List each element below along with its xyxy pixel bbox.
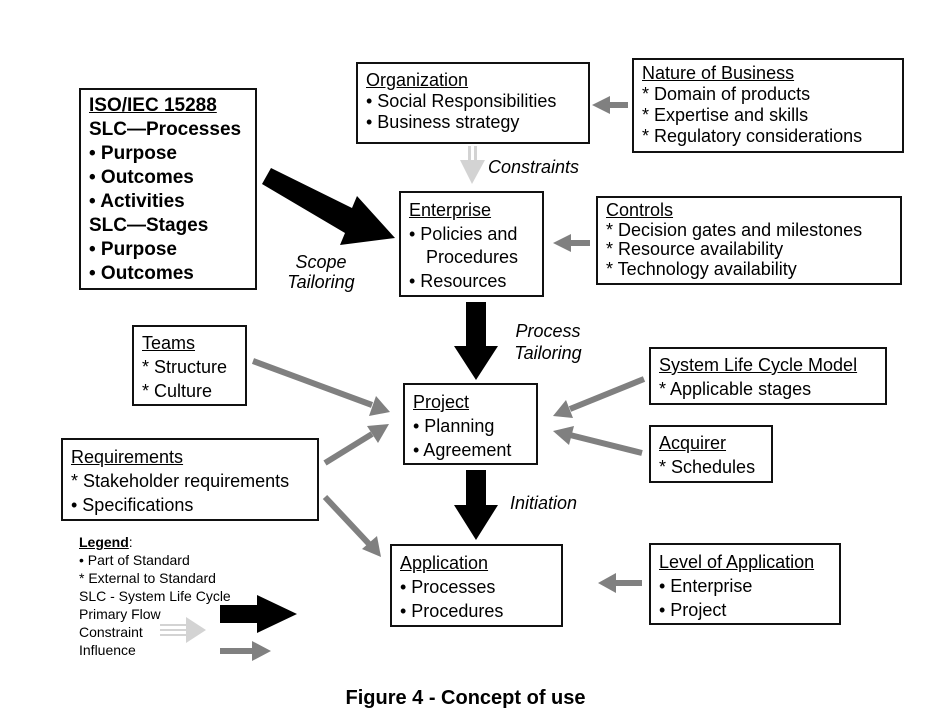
controls-box: Controls * Decision gates and milestones…	[596, 196, 902, 285]
enterprise-item: • Policies and	[409, 223, 518, 244]
application-item: • Processes	[400, 577, 496, 597]
requirements-to-project-arrowhead	[367, 424, 389, 443]
legend-item-slc: SLC - System Life Cycle	[79, 588, 231, 604]
teams-item: * Structure	[142, 357, 228, 377]
legend-item-influence: Influence	[79, 642, 136, 658]
process-tailoring-line: Tailoring	[514, 343, 582, 363]
requirements-to-application-arrow	[322, 494, 373, 548]
controls-title: Controls	[606, 200, 674, 220]
organization-item: • Business strategy	[366, 112, 520, 132]
acquirer-to-project-arrowhead	[553, 426, 574, 445]
level-item: • Project	[659, 600, 727, 620]
application-title: Application	[400, 553, 489, 573]
slcmodel-item: * Applicable stages	[659, 379, 812, 399]
legend-title: Legend	[79, 534, 129, 550]
initiation-label: Initiation	[510, 493, 578, 513]
iso-15288-box: ISO/IEC 15288 SLC—Processes • Purpose • …	[79, 88, 257, 290]
legend-primary-flow-arrow	[220, 595, 297, 633]
requirements-item: * Stakeholder requirements	[71, 471, 290, 491]
legend-influence-arrow	[220, 641, 271, 661]
iso-box-item: SLC—Stages	[89, 215, 209, 236]
legend: Legend: • Part of Standard * External to…	[79, 533, 231, 659]
teams-to-project-arrow	[251, 358, 374, 408]
controls-item: * Resource availability	[606, 239, 784, 259]
legend-item-primary-flow: Primary Flow	[79, 606, 161, 622]
acquirer-to-project-arrow	[569, 432, 643, 456]
requirements-to-project-arrow	[323, 431, 374, 466]
enterprise-item: Procedures	[426, 247, 519, 267]
controls-item: * Technology availability	[606, 258, 797, 279]
slcmodel-to-project-arrow	[568, 376, 646, 412]
level-to-application-arrowhead	[598, 573, 616, 593]
acquirer-item: * Schedules	[659, 457, 756, 477]
iso-box-item: • Purpose	[89, 143, 177, 164]
process-tailoring-line: Process	[515, 321, 581, 341]
application-box: Application • Processes • Procedures	[390, 544, 563, 627]
legend-constraint-arrow	[160, 617, 206, 643]
initiation-arrow	[454, 470, 498, 540]
controls-item: * Decision gates and milestones	[606, 219, 863, 240]
legend-item-part-of-standard: • Part of Standard	[79, 552, 190, 568]
organization-title: Organization	[366, 70, 469, 90]
slcmodel-to-project-arrowhead	[553, 400, 573, 418]
level-item: • Enterprise	[659, 576, 753, 596]
enterprise-box: Enterprise • Policies and Procedures • R…	[399, 191, 544, 297]
requirements-title: Requirements	[71, 447, 184, 467]
scope-tailoring-line: Tailoring	[287, 272, 355, 292]
nature-to-organization-arrowhead	[592, 96, 610, 114]
controls-to-enterprise-arrowhead	[553, 234, 571, 252]
nature-item: * Regulatory considerations	[642, 126, 863, 146]
project-title: Project	[413, 392, 470, 412]
iso-box-title: ISO/IEC 15288	[89, 95, 217, 116]
scope-tailoring-line: Scope	[295, 252, 347, 272]
iso-box-item: • Purpose	[89, 239, 177, 260]
influence-arrows	[251, 96, 646, 593]
nature-of-business-box: Nature of Business * Domain of products …	[632, 58, 904, 153]
scope-tailoring-arrow	[262, 168, 395, 245]
iso-box-item: • Outcomes	[89, 167, 194, 188]
requirements-item: • Specifications	[71, 495, 194, 515]
application-item: • Procedures	[400, 601, 504, 621]
acquirer-title: Acquirer	[659, 433, 727, 453]
teams-to-project-arrowhead	[369, 396, 390, 416]
figure-caption: Figure 4 - Concept of use	[345, 687, 586, 709]
legend-item-external: * External to Standard	[79, 570, 216, 586]
system-life-cycle-model-box: System Life Cycle Model * Applicable sta…	[649, 347, 887, 405]
project-item: • Planning	[413, 416, 495, 436]
constraints-label: Constraints	[488, 157, 580, 177]
process-tailoring-label: Process Tailoring	[505, 320, 591, 364]
acquirer-box: Acquirer * Schedules	[649, 425, 773, 483]
project-item: • Agreement	[413, 440, 512, 460]
iso-box-item: • Activities	[89, 191, 185, 212]
slcmodel-title: System Life Cycle Model	[659, 355, 858, 375]
scope-tailoring-label: Scope Tailoring	[278, 252, 364, 292]
requirements-box: Requirements * Stakeholder requirements …	[61, 438, 319, 521]
project-box: Project • Planning • Agreement	[403, 383, 538, 465]
teams-item: * Culture	[142, 381, 213, 401]
legend-title-row: Legend:	[79, 534, 133, 550]
enterprise-item: • Resources	[409, 270, 507, 291]
nature-item: * Expertise and skills	[642, 105, 809, 125]
nature-title: Nature of Business	[642, 63, 795, 83]
organization-box: Organization • Social Responsibilities •…	[356, 62, 590, 144]
iso-box-item: • Outcomes	[89, 263, 194, 284]
nature-item: * Domain of products	[642, 84, 811, 104]
constraints-arrow	[460, 146, 485, 184]
teams-box: Teams * Structure * Culture	[132, 325, 247, 406]
level-title: Level of Application	[659, 552, 815, 572]
iso-box-item: SLC—Processes	[89, 119, 242, 140]
level-of-application-box: Level of Application • Enterprise • Proj…	[649, 543, 841, 625]
process-tailoring-arrow	[454, 302, 498, 380]
requirements-to-application-arrowhead	[362, 536, 381, 557]
teams-title: Teams	[142, 333, 196, 353]
enterprise-title: Enterprise	[409, 200, 492, 220]
organization-item: • Social Responsibilities	[366, 91, 557, 111]
legend-item-constraint: Constraint	[79, 624, 143, 640]
